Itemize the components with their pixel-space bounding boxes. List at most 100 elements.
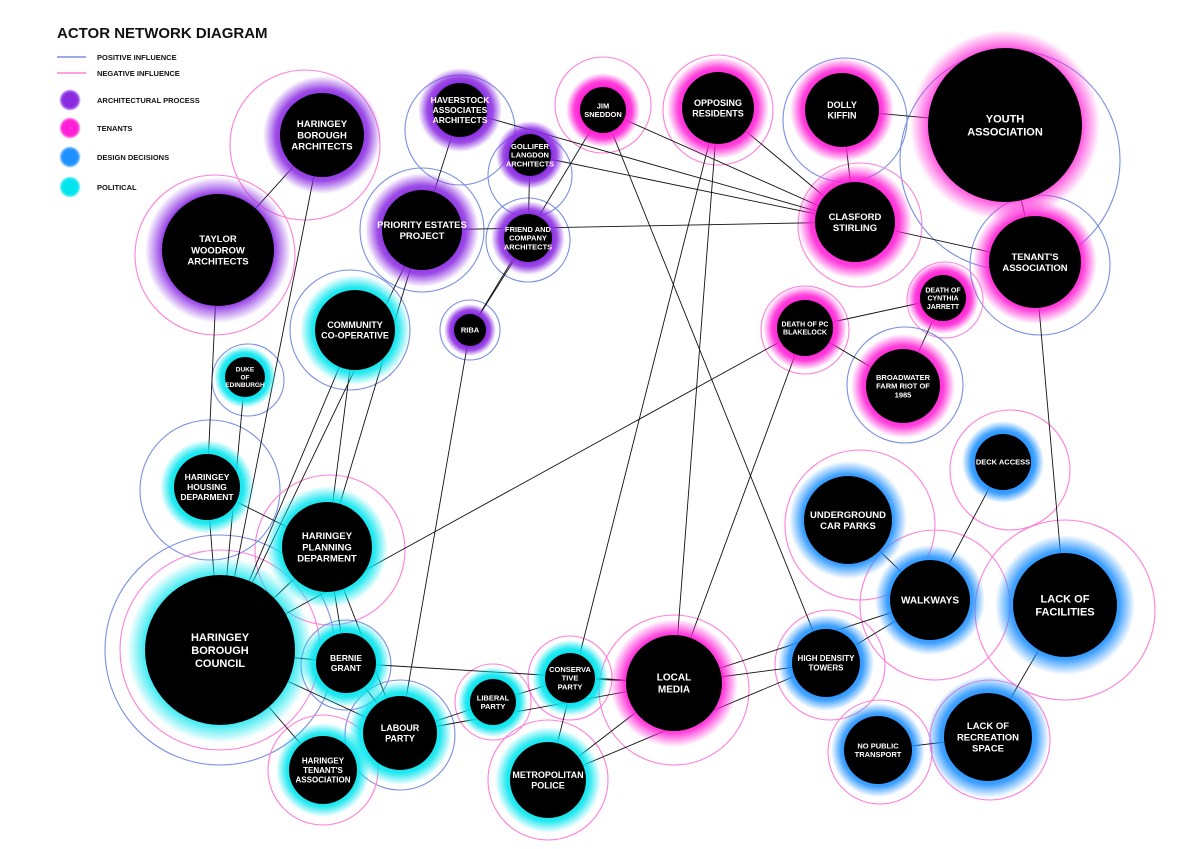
node-core xyxy=(504,214,552,262)
node-label: SNEDDON xyxy=(584,110,622,119)
node-core xyxy=(989,216,1081,308)
node-dpc: DEATH OF PC BLAKELOCK xyxy=(763,286,847,370)
node-label: WALKWAYS xyxy=(901,596,959,607)
node-label: RESIDENTS xyxy=(692,109,744,119)
legend-architectural-label: ARCHITECTURAL PROCESS xyxy=(97,96,200,105)
diagram-title: ACTOR NETWORK DIAGRAM xyxy=(57,25,268,42)
node-core xyxy=(510,742,586,818)
node-label: PROJECT xyxy=(400,231,445,242)
node-label: METROPOLITAN xyxy=(512,770,583,780)
node-core xyxy=(580,87,626,133)
actor-nodes: HARINGEYBOROUGHARCHITECTSTAYLORWOODROWAR… xyxy=(127,30,1135,833)
legend-tenants-swatch xyxy=(59,117,81,139)
node-label: DEATH OF PC xyxy=(782,321,829,328)
node-label: EDINBURGH xyxy=(225,382,265,389)
node-riba: RIBA xyxy=(444,304,496,356)
node-label: POLICE xyxy=(531,781,565,791)
node-label: BOROUGH xyxy=(191,645,249,657)
node-core xyxy=(315,290,395,370)
node-label: CYNTHIA xyxy=(927,296,958,303)
node-label: HARINGEY xyxy=(302,756,345,765)
node-label: RECREATION xyxy=(957,732,1019,743)
node-label: DECK ACCESS xyxy=(976,458,1030,467)
node-label: LACK OF xyxy=(967,721,1009,732)
node-label: TOWERS xyxy=(809,664,845,673)
legend-negative-label: NEGATIVE INFLUENCE xyxy=(97,69,180,78)
node-core xyxy=(363,696,437,770)
node-core xyxy=(174,454,240,520)
node-core xyxy=(454,314,486,346)
node-label: MEDIA xyxy=(658,685,690,696)
node-label: HARINGEY xyxy=(302,531,353,542)
node-label: TRANSPORT xyxy=(855,750,902,759)
node-label: PARTY xyxy=(385,734,415,744)
node-core xyxy=(805,73,879,147)
node-label: TENANT'S xyxy=(303,766,343,775)
legend-design-swatch xyxy=(59,146,81,168)
legend: POSITIVE INFLUENCE NEGATIVE INFLUENCE AR… xyxy=(57,53,200,198)
edge-jim-hdt xyxy=(602,109,827,664)
halo-dcj xyxy=(906,261,984,339)
node-label: ASSOCIATION xyxy=(967,126,1043,138)
node-label: LOCAL xyxy=(657,673,691,684)
node-core xyxy=(433,83,487,137)
legend-political-label: POLITICAL xyxy=(97,183,137,192)
node-label: YOUTH xyxy=(986,113,1025,125)
node-label: OF xyxy=(240,374,249,381)
node-label: BOROUGH xyxy=(297,130,347,141)
node-label: COUNCIL xyxy=(195,658,245,670)
node-label: GRANT xyxy=(331,663,362,673)
node-core xyxy=(920,275,966,321)
node-core xyxy=(470,679,516,725)
node-label: ASSOCIATION xyxy=(296,775,351,784)
node-label: NO PUBLIC xyxy=(857,741,899,750)
legend-architectural-swatch xyxy=(59,89,81,111)
node-core xyxy=(815,182,895,262)
node-label: JIM xyxy=(597,101,610,110)
halo-clas xyxy=(797,162,923,288)
node-label: SPACE xyxy=(972,744,1004,755)
node-core xyxy=(545,653,595,703)
node-label: DOLLY xyxy=(827,100,857,110)
node-label: LIBERAL xyxy=(477,693,510,702)
node-label: PARTY xyxy=(481,702,506,711)
node-label: ARCHITECTS xyxy=(504,243,552,252)
node-label: BERNIE xyxy=(330,653,362,663)
node-label: CONSERVA xyxy=(549,665,591,674)
node-core xyxy=(944,693,1032,781)
node-label: BLAKELOCK xyxy=(783,330,827,337)
node-core xyxy=(382,190,462,270)
node-label: COMPANY xyxy=(509,234,547,243)
node-label: STIRLING xyxy=(833,223,877,234)
node-core xyxy=(225,357,265,397)
node-walk: WALKWAYS xyxy=(875,545,985,655)
node-label: CLASFORD xyxy=(829,212,882,223)
halo-fca xyxy=(485,197,571,283)
node-label: LABOUR xyxy=(381,723,420,733)
halo-twa xyxy=(134,174,296,336)
node-label: TENANT'S xyxy=(1011,252,1058,263)
node-label: DEPARMENT xyxy=(297,554,357,565)
node-core xyxy=(777,300,833,356)
node-core xyxy=(890,560,970,640)
node-label: JARRETT xyxy=(927,304,960,311)
node-label: HARINGEY xyxy=(297,119,348,130)
node-label: ASSOCIATION xyxy=(1002,263,1067,274)
